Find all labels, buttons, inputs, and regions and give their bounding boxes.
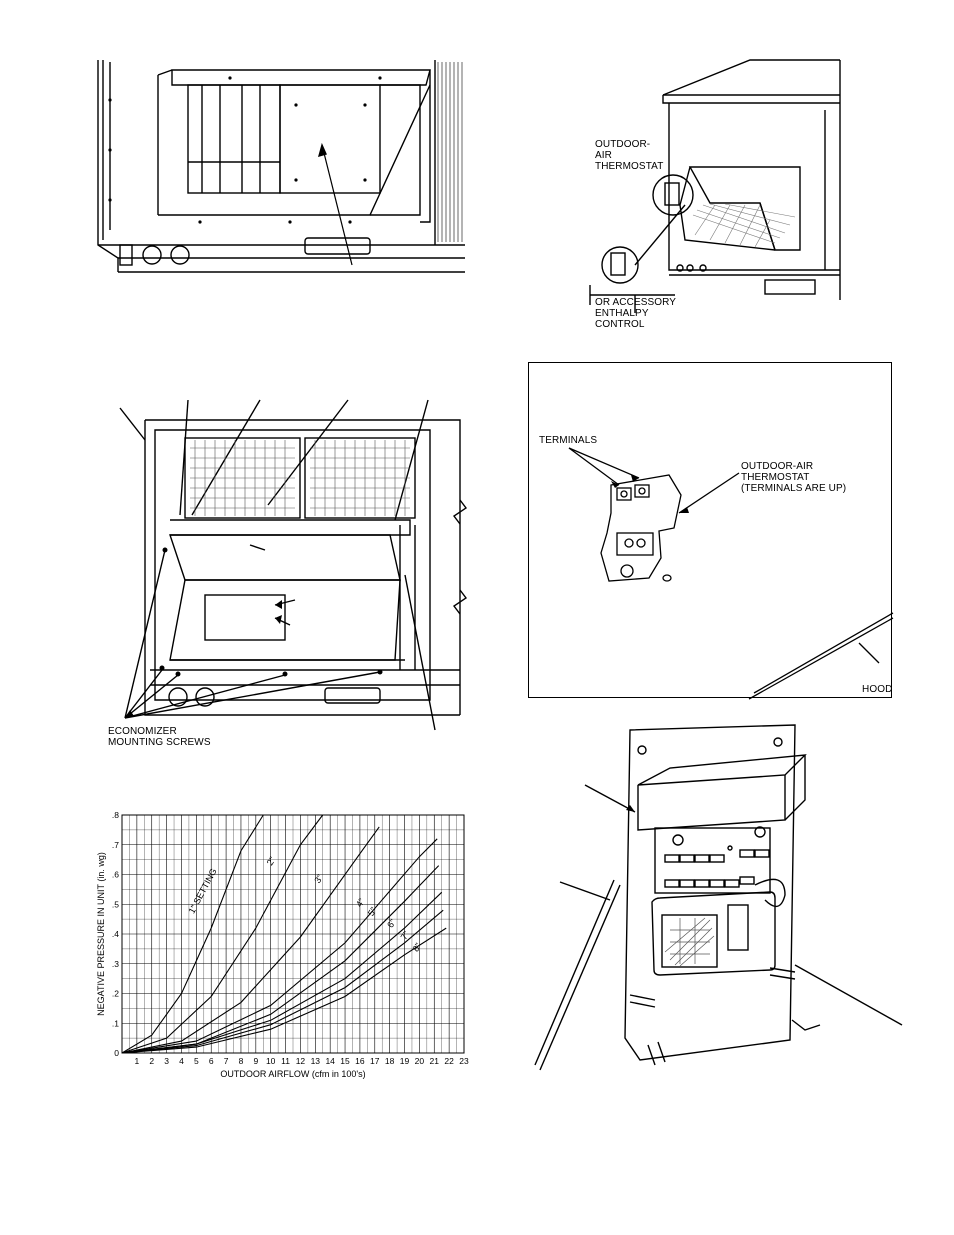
x-tick-label: 3 bbox=[164, 1056, 169, 1066]
x-tick-label: 18 bbox=[385, 1056, 395, 1066]
series-line bbox=[121, 891, 443, 1054]
x-tick-label: 9 bbox=[253, 1056, 258, 1066]
x-tick-label: 19 bbox=[400, 1056, 410, 1066]
y-tick-label: .1 bbox=[112, 1018, 119, 1028]
y-tick-label: .4 bbox=[112, 929, 119, 939]
plot-frame bbox=[121, 814, 465, 1054]
enthalpy-control-drawing bbox=[534, 724, 903, 1071]
y-tick-label: .2 bbox=[112, 989, 119, 999]
series-label: 2" bbox=[265, 855, 278, 867]
x-tick-label: 11 bbox=[281, 1056, 290, 1066]
series-line bbox=[121, 838, 438, 1054]
thermostat-terminals-drawing bbox=[568, 447, 894, 700]
thermostat-label: OUTDOOR-AIR THERMOSTAT (TERMINALS ARE UP… bbox=[741, 461, 847, 494]
y-tick-label: .5 bbox=[112, 899, 119, 909]
series-label: 8" bbox=[410, 941, 423, 953]
x-tick-label: 2 bbox=[149, 1056, 154, 1066]
enthalpy-control-label: OR ACCESSORY ENTHALPY CONTROL bbox=[595, 297, 677, 330]
x-tick-label: 21 bbox=[430, 1056, 440, 1066]
hood-label: HOOD bbox=[862, 684, 893, 695]
x-tick-label: 13 bbox=[311, 1056, 321, 1066]
series-line bbox=[121, 814, 324, 1054]
outdoor-air-thermostat-label: OUTDOOR- AIR THERMOSTAT bbox=[595, 139, 664, 172]
x-tick-label: 16 bbox=[355, 1056, 365, 1066]
x-tick-label: 10 bbox=[266, 1056, 276, 1066]
unit-panel-drawing bbox=[97, 60, 465, 273]
series-line bbox=[121, 909, 444, 1054]
x-tick-label: 22 bbox=[444, 1056, 454, 1066]
x-tick-label: 15 bbox=[340, 1056, 350, 1066]
x-tick-label: 17 bbox=[370, 1056, 380, 1066]
figure-enthalpy-control bbox=[530, 720, 910, 1080]
hood-thermostat-drawing bbox=[589, 59, 841, 313]
x-tick-label: 12 bbox=[296, 1056, 306, 1066]
figure-unit-panel bbox=[90, 50, 470, 280]
x-tick-label: 8 bbox=[239, 1056, 244, 1066]
y-tick-label: .6 bbox=[112, 870, 119, 880]
x-tick-label: 5 bbox=[194, 1056, 199, 1066]
y-tick-label: .3 bbox=[112, 959, 119, 969]
y-tick-label: 0 bbox=[114, 1048, 119, 1058]
y-tick-label: .8 bbox=[112, 810, 119, 820]
terminals-label: TERMINALS bbox=[539, 435, 598, 446]
x-tick-label: 7 bbox=[224, 1056, 229, 1066]
series-line bbox=[121, 927, 447, 1054]
figure-economizer: ECONOMIZER MOUNTING SCREWS bbox=[108, 399, 470, 760]
y-axis-label: NEGATIVE PRESSURE IN UNIT (in. wg) bbox=[96, 852, 106, 1016]
series-line bbox=[121, 826, 380, 1054]
economizer-screws-label: ECONOMIZER MOUNTING SCREWS bbox=[108, 726, 211, 748]
x-tick-label: 20 bbox=[415, 1056, 425, 1066]
series-label: 4" bbox=[354, 897, 367, 909]
x-tick-label: 6 bbox=[209, 1056, 214, 1066]
x-tick-label: 14 bbox=[325, 1056, 335, 1066]
x-tick-label: 23 bbox=[459, 1056, 469, 1066]
x-tick-label: 4 bbox=[179, 1056, 184, 1066]
figure-thermostat-terminals: TERMINALS OUTDOOR-AIR THERMOSTAT (TERMIN… bbox=[528, 362, 894, 700]
y-tick-label: .7 bbox=[112, 840, 119, 850]
series-label: 1" SETTING bbox=[187, 867, 219, 916]
economizer-drawing bbox=[119, 399, 468, 731]
series-line bbox=[121, 814, 264, 1054]
x-tick-label: 1 bbox=[135, 1056, 140, 1066]
x-axis-label: OUTDOOR AIRFLOW (cfm in 100's) bbox=[220, 1069, 365, 1079]
figure-hood-thermostat: OUTDOOR- AIR THERMOSTAT OR ACCESSORY ENT… bbox=[585, 55, 845, 335]
